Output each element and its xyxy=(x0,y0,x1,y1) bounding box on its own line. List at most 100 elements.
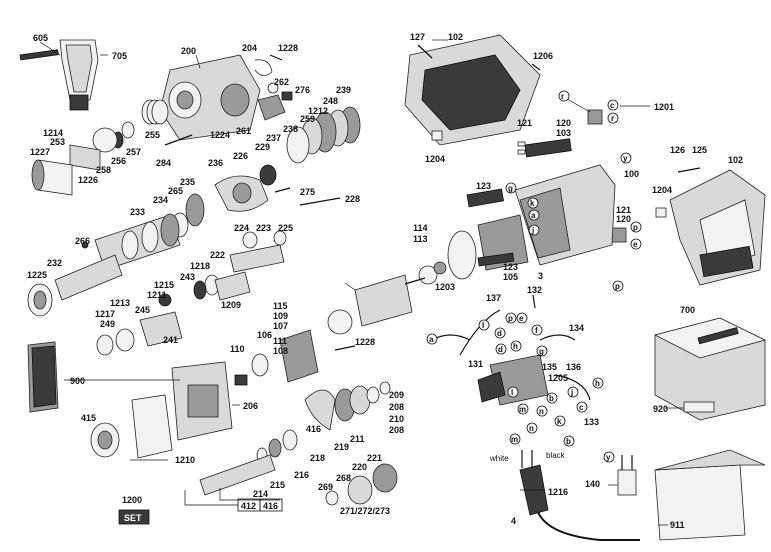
label-206: 206 xyxy=(243,401,258,411)
label-1228b: 1228 xyxy=(355,337,375,347)
label-131: 131 xyxy=(468,359,483,369)
label-1218: 1218 xyxy=(190,261,210,271)
label-110: 110 xyxy=(230,344,245,354)
label-412: 412 xyxy=(241,501,256,511)
label-1213: 1213 xyxy=(110,298,130,308)
label-102a: 102 xyxy=(448,32,463,42)
label-214: 214 xyxy=(253,489,268,499)
label-123b: 123 xyxy=(503,262,518,272)
label-white: white xyxy=(489,454,509,463)
label-111: 111 xyxy=(273,336,287,346)
wire-letter-e1: e xyxy=(633,240,638,249)
label-1224: 1224 xyxy=(210,130,230,140)
label-127: 127 xyxy=(410,32,425,42)
wire-letter-p1: p xyxy=(633,223,638,232)
label-255: 255 xyxy=(145,130,160,140)
pinion-220 xyxy=(325,463,398,506)
label-262: 262 xyxy=(274,77,289,87)
label-1206: 1206 xyxy=(533,51,553,61)
label-235: 235 xyxy=(180,177,195,187)
label-115: 115 xyxy=(273,301,288,311)
label-1228a: 1228 xyxy=(278,43,298,53)
label-275: 275 xyxy=(300,187,315,197)
wire-letter-c2: c xyxy=(579,403,584,412)
field-coil-123 xyxy=(447,188,529,280)
label-204: 204 xyxy=(242,43,257,53)
label-253: 253 xyxy=(50,137,65,147)
label-259: 259 xyxy=(300,114,315,124)
label-1226: 1226 xyxy=(78,175,98,185)
label-1204b: 1204 xyxy=(652,185,672,195)
wire-letter-l1: l xyxy=(482,321,484,330)
label-225: 225 xyxy=(278,223,293,233)
rear-handle-102 xyxy=(669,169,766,286)
label-137: 137 xyxy=(486,293,501,303)
wire-letter-m1: m xyxy=(519,405,526,414)
striker-223 xyxy=(229,230,287,273)
label-238: 238 xyxy=(283,124,298,134)
label-210: 210 xyxy=(389,414,404,424)
wire-letter-n2: n xyxy=(529,424,534,433)
side-handle-705 xyxy=(19,39,99,111)
label-1214: 1214 xyxy=(43,128,63,138)
label-102b: 102 xyxy=(728,155,743,165)
label-256: 256 xyxy=(111,156,126,166)
wire-letter-r2: r xyxy=(611,114,614,123)
gear-assembly-226 xyxy=(214,164,277,212)
wire-letter-e2: e xyxy=(519,314,524,323)
manual-900 xyxy=(27,341,59,413)
label-271-272-273: 271/272/273 xyxy=(340,506,390,516)
set-badge xyxy=(118,509,150,525)
label-1203: 1203 xyxy=(435,282,455,292)
label-103: 103 xyxy=(556,128,571,138)
label-218: 218 xyxy=(310,453,325,463)
wire-letter-r1: r xyxy=(561,92,564,101)
barrel-233 xyxy=(94,213,181,271)
label-221: 221 xyxy=(367,453,382,463)
spring-255 xyxy=(141,99,169,125)
switch-assembly-135 xyxy=(477,354,549,406)
label-243: 243 xyxy=(180,272,195,282)
label-135: 135 xyxy=(542,362,557,372)
label-236: 236 xyxy=(208,158,223,168)
label-220: 220 xyxy=(352,462,367,472)
wire-letter-g2: g xyxy=(539,347,544,356)
wire-letter-n1: n xyxy=(539,407,544,416)
label-241: 241 xyxy=(163,335,178,345)
clutch-stack xyxy=(286,106,361,164)
wire-letter-g1: g xyxy=(508,184,513,193)
spindle-232 xyxy=(27,254,123,317)
label-1204a: 1204 xyxy=(425,154,445,164)
label-1212: 1212 xyxy=(308,106,328,116)
label-900: 900 xyxy=(70,376,85,386)
wire-letter-p2: p xyxy=(615,282,620,291)
label-108: 108 xyxy=(273,346,288,356)
label-266: 266 xyxy=(75,236,90,246)
label-105: 105 xyxy=(503,272,518,282)
label-121a: 121 xyxy=(517,118,532,128)
wire-letter-l2: l xyxy=(511,388,513,397)
label-4: 4 xyxy=(511,516,516,526)
wire-letter-j2: j xyxy=(570,388,573,397)
label-1225: 1225 xyxy=(27,270,47,280)
label-222: 222 xyxy=(210,250,225,260)
label-248: 248 xyxy=(323,96,338,106)
label-136: 136 xyxy=(566,362,581,372)
label-106: 106 xyxy=(257,330,272,340)
label-215: 215 xyxy=(270,480,285,490)
label-700: 700 xyxy=(680,305,695,315)
label-1205: 1205 xyxy=(548,373,568,383)
motor-housing-100 xyxy=(514,164,616,266)
label-416a: 416 xyxy=(306,424,321,434)
housing-206 xyxy=(171,361,233,441)
wire-letter-f1: f xyxy=(535,326,538,335)
label-257: 257 xyxy=(126,147,141,157)
label-268: 268 xyxy=(336,473,351,483)
label-133: 133 xyxy=(584,417,599,427)
wire-letter-b2: b xyxy=(566,437,571,446)
label-1210: 1210 xyxy=(175,455,195,465)
label-232: 232 xyxy=(47,258,62,268)
label-911: 911 xyxy=(670,520,685,530)
label-100: 100 xyxy=(624,169,639,179)
